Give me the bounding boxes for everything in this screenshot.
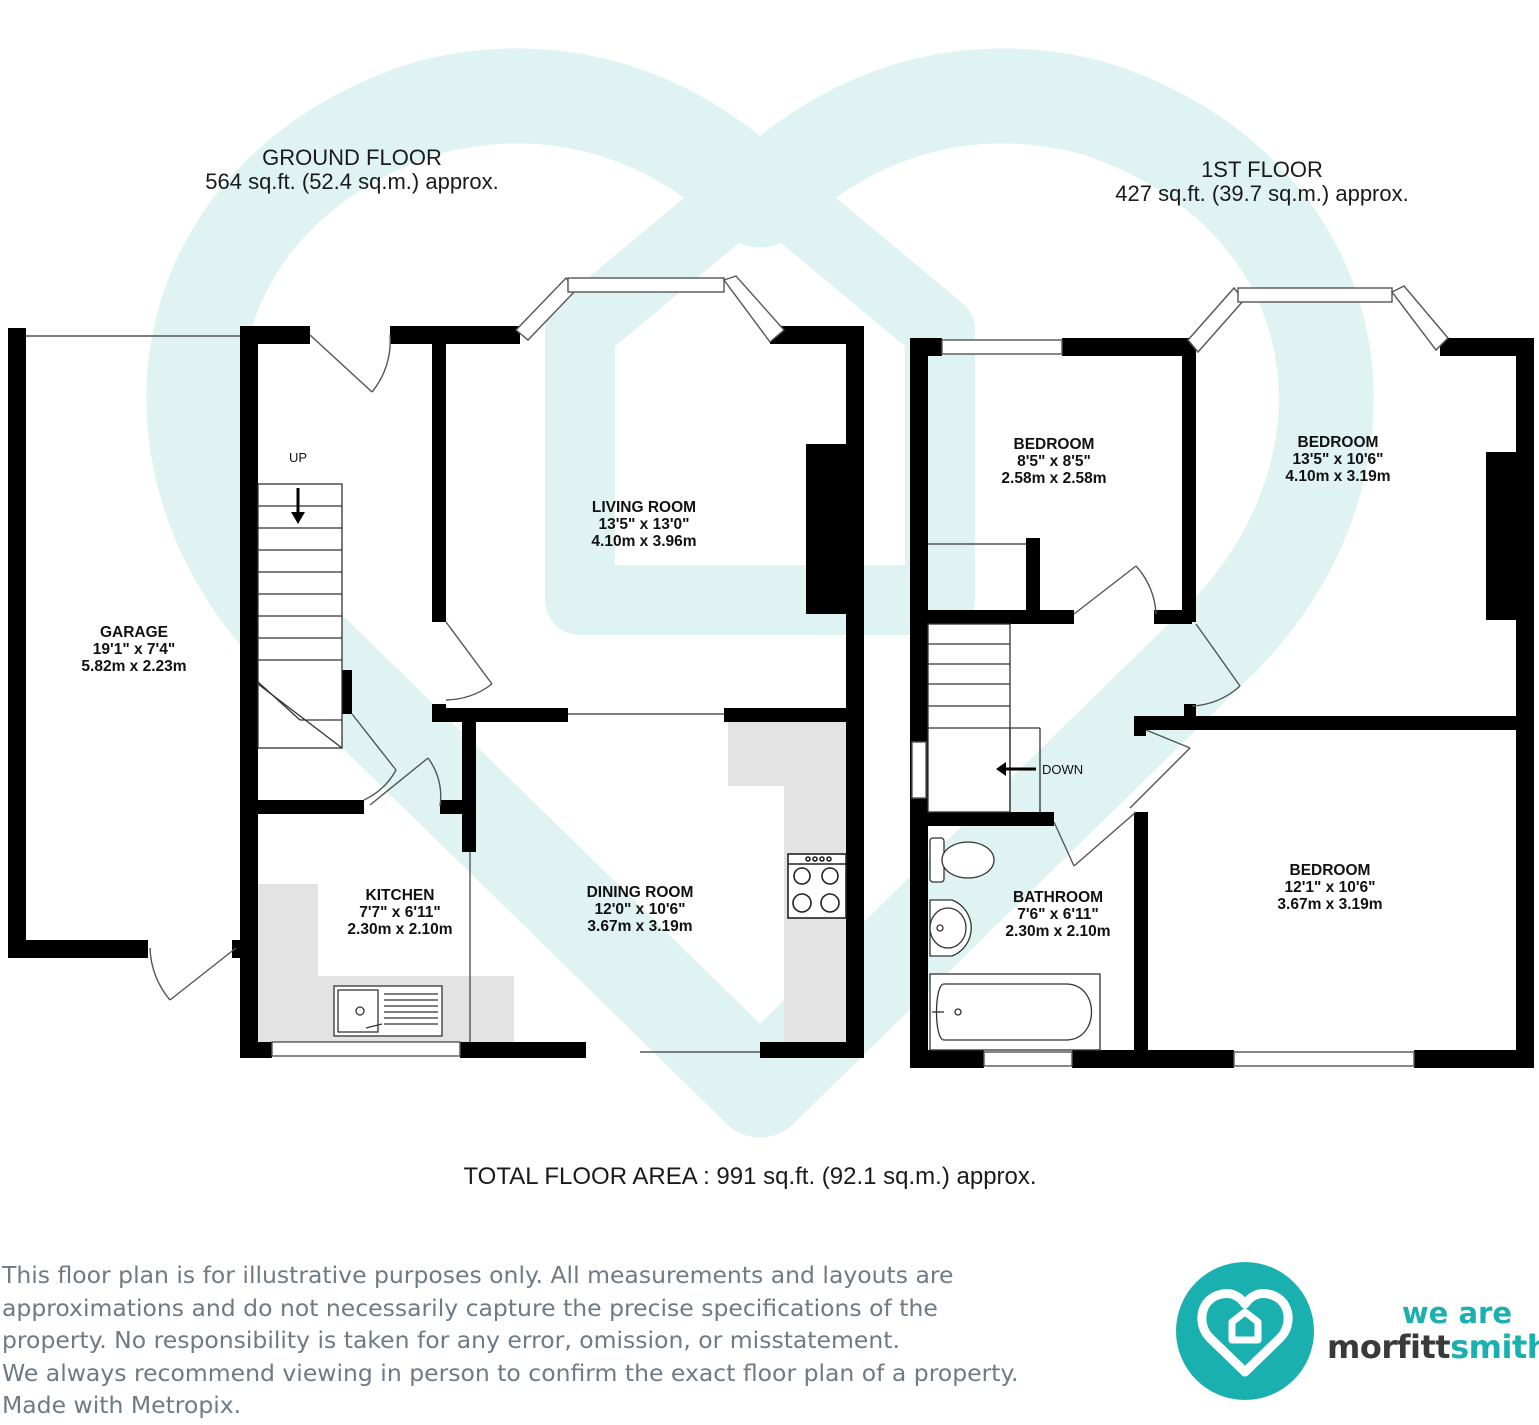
room-label-living-room: LIVING ROOM 13'5" x 13'0" 4.10m x 3.96m [554, 499, 734, 550]
ground-floor-walls [8, 326, 864, 1058]
ground-floor-area: 564 sq.ft. (52.4 sq.m.) approx. [205, 169, 499, 194]
ground-floor-name: GROUND FLOOR [262, 145, 442, 170]
room-label-bedroom-rear: BEDROOM 12'1" x 10'6" 3.67m x 3.19m [1240, 862, 1420, 913]
disclaimer-line: We always recommend viewing in person to… [2, 1358, 1019, 1387]
stairs-up-arrow-icon [291, 488, 305, 524]
brand-heart-house-icon [1176, 1262, 1314, 1400]
first-floor-heading: 1ST FLOOR 427 sq.ft. (39.7 sq.m.) approx… [1092, 158, 1432, 206]
stairs-down-label: DOWN [1042, 762, 1084, 777]
ground-floor-heading: GROUND FLOOR 564 sq.ft. (52.4 sq.m.) app… [182, 146, 522, 194]
room-name: KITCHEN [365, 887, 435, 904]
stairs-down-arrow-icon [996, 762, 1036, 776]
room-metric: 2.58m x 2.58m [1001, 470, 1107, 487]
disclaimer-line: Made with Metropix. [2, 1391, 242, 1419]
room-imperial: 8'5" x 8'5" [1017, 453, 1091, 470]
first-floor-name: 1ST FLOOR [1201, 157, 1323, 182]
first-floor-walls [910, 338, 1534, 1068]
room-imperial: 13'5" x 10'6" [1292, 451, 1384, 468]
room-name: BATHROOM [1012, 889, 1104, 906]
room-name: LIVING ROOM [591, 499, 697, 516]
room-metric: 4.10m x 3.19m [1285, 468, 1391, 485]
room-metric: 4.10m x 3.96m [591, 533, 697, 550]
room-name: GARAGE [99, 624, 169, 641]
watermark-logo [146, 48, 1374, 1138]
disclaimer: This floor plan is for illustrative purp… [2, 1259, 1102, 1422]
room-metric: 3.67m x 3.19m [1277, 896, 1383, 913]
washbasin-icon [929, 899, 972, 957]
room-label-bedroom-small: BEDROOM 8'5" x 8'5" 2.58m x 2.58m [964, 436, 1144, 487]
ground-stairs [257, 483, 343, 749]
room-name: DINING ROOM [586, 884, 694, 901]
toilet-icon [929, 837, 995, 883]
room-imperial: 12'0" x 10'6" [594, 901, 686, 918]
room-imperial: 7'6" x 6'11" [1017, 906, 1099, 923]
stairs-up-label: UP [289, 450, 308, 465]
room-metric: 5.82m x 2.23m [81, 658, 187, 675]
room-imperial: 7'7" x 6'11" [359, 904, 441, 921]
first-floor-openings [911, 285, 1449, 1067]
room-label-dining-room: DINING ROOM 12'0" x 10'6" 3.67m x 3.19m [550, 884, 730, 935]
brand-wordmark: we are morfittsmith [1327, 1296, 1539, 1366]
first-floor-area: 427 sq.ft. (39.7 sq.m.) approx. [1115, 181, 1409, 206]
room-name: BEDROOM [1013, 436, 1095, 453]
room-imperial: 12'1" x 10'6" [1284, 879, 1376, 896]
room-imperial: 19'1" x 7'4" [92, 641, 176, 658]
brand-name-part2: smith [1450, 1328, 1539, 1366]
room-label-garage: GARAGE 19'1" x 7'4" 5.82m x 2.23m [44, 624, 224, 675]
hob-icon [787, 853, 847, 919]
room-metric: 2.30m x 2.10m [1005, 923, 1111, 940]
room-label-bathroom: BATHROOM 7'6" x 6'11" 2.30m x 2.10m [968, 889, 1148, 940]
bath-icon [929, 973, 1101, 1051]
room-name: BEDROOM [1297, 434, 1379, 451]
brand-name: morfittsmith [1327, 1328, 1539, 1366]
brand-tagline: we are [1401, 1296, 1512, 1330]
disclaimer-line: approximations and do not necessarily ca… [2, 1293, 938, 1322]
total-floor-area: TOTAL FLOOR AREA : 991 sq.ft. (92.1 sq.m… [463, 1163, 1037, 1190]
brand-name-part1: morfitt [1327, 1328, 1451, 1366]
disclaimer-line: This floor plan is for illustrative purp… [2, 1261, 954, 1289]
room-label-kitchen: KITCHEN 7'7" x 6'11" 2.30m x 2.10m [310, 887, 490, 938]
room-metric: 3.67m x 3.19m [587, 918, 693, 935]
room-label-bedroom-front: BEDROOM 13'5" x 10'6" 4.10m x 3.19m [1248, 434, 1428, 485]
kitchen-sink-icon [333, 985, 443, 1037]
room-name: BEDROOM [1289, 862, 1371, 879]
first-stairs [927, 623, 1041, 813]
ground-floor-openings [26, 275, 785, 1057]
room-imperial: 13'5" x 13'0" [598, 516, 690, 533]
disclaimer-line: property. No responsibility is taken for… [2, 1326, 900, 1354]
room-metric: 2.30m x 2.10m [347, 921, 453, 938]
